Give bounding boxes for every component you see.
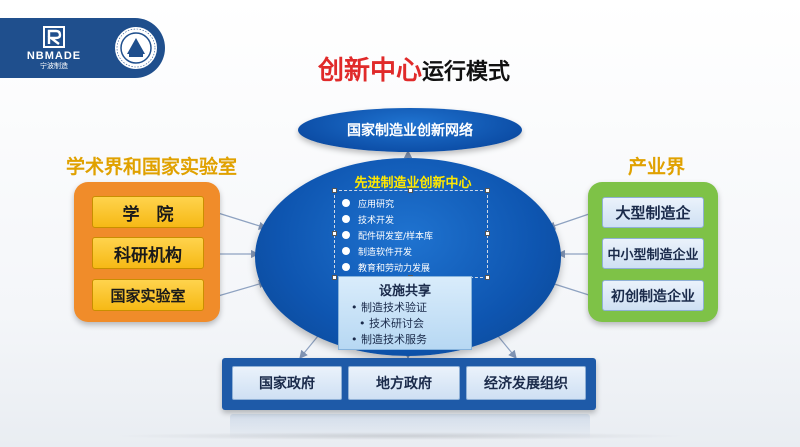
arrow-startup-to-center: [546, 280, 593, 297]
university-seal-icon: [113, 25, 159, 71]
facility-item-label: 制造技术服务: [361, 333, 427, 346]
center-item-label: 应用研究: [358, 199, 395, 210]
innovation-network-node: 国家制造业创新网络: [298, 108, 522, 152]
government-bar: 国家政府 地方政府 经济发展组织: [222, 358, 596, 410]
gov-box-econ-org: 经济发展组织: [466, 366, 586, 400]
brand-subtitle: 宁波制造: [40, 62, 68, 70]
center-item-label: 技术开发: [358, 215, 395, 226]
bar-reflection: [230, 414, 590, 440]
arrow-large-to-center: [546, 212, 593, 230]
selection-handle: [332, 188, 337, 193]
industry-box-sme: 中小型制造企业: [602, 238, 704, 269]
selection-handle: [485, 188, 490, 193]
gov-box-local: 地方政府: [348, 366, 460, 400]
center-item-label: 配件研发室/样本库: [358, 231, 434, 242]
selection-handle: [408, 188, 413, 193]
selection-handle: [332, 231, 337, 236]
bullet-icon: [342, 231, 350, 239]
left-group-title: 学术界和国家实验室: [66, 156, 238, 178]
academia-panel: 学 院 科研机构 国家实验室: [74, 182, 220, 322]
floor-shadow: [110, 432, 690, 440]
bullet-icon: [342, 263, 350, 271]
center-item: 应用研究: [342, 196, 394, 210]
center-item: 制造软件开发: [342, 244, 412, 258]
academia-box-lab: 国家实验室: [92, 279, 204, 311]
center-item-label: 教育和劳动力发展: [358, 263, 431, 274]
arrow-center-to-econ-org: [497, 335, 517, 359]
selection-handle: [332, 275, 337, 280]
industry-box-startup: 初创制造企业: [602, 280, 704, 311]
arrow-center-to-national-gov: [299, 335, 319, 359]
nbmade-logo-icon: [43, 26, 65, 48]
bullet-icon: [342, 199, 350, 207]
facility-item-label: 制造技术验证: [361, 301, 427, 314]
selection-handle: [485, 231, 490, 236]
nbmade-logo: NBMADE 宁波制造: [8, 22, 100, 74]
facility-item: •制造技术验证: [351, 301, 427, 314]
logo-banner: NBMADE 宁波制造: [0, 18, 165, 78]
center-item: 教育和劳动力发展: [342, 260, 430, 274]
industry-panel: 大型制造企 中小型制造企业 初创制造企业: [588, 182, 718, 322]
bullet-icon: [342, 247, 350, 255]
industry-box-large: 大型制造企: [602, 197, 704, 228]
center-item-label: 制造软件开发: [358, 247, 413, 258]
bullet-icon: [342, 215, 350, 223]
academia-box-college: 学 院: [92, 196, 204, 228]
arrow-lab-to-center: [217, 279, 268, 297]
facility-sharing-box: 设施共享 •制造技术验证 •技术研讨会 •制造技术服务: [338, 276, 472, 350]
facility-item-label: 技术研讨会: [369, 317, 424, 330]
page-title-main: 创新中心: [318, 56, 423, 86]
academia-box-institute: 科研机构: [92, 237, 204, 269]
facility-title: 设施共享: [378, 284, 431, 299]
page-title-sub: 运行模式: [422, 60, 511, 85]
gov-box-national: 国家政府: [232, 366, 342, 400]
center-item: 技术开发: [342, 212, 394, 226]
page-title: 创新中心运行模式: [318, 50, 511, 86]
center-title: 先进制造业创新中心: [354, 176, 472, 191]
center-item: 配件研发室/样本库: [342, 228, 433, 242]
facility-item: •制造技术服务: [351, 333, 427, 346]
facility-item: •技术研讨会: [359, 317, 424, 330]
arrow-college-to-center: [217, 212, 268, 230]
selection-handle: [485, 275, 490, 280]
brand-name: NBMADE: [26, 50, 82, 62]
right-group-title: 产业界: [628, 156, 686, 178]
